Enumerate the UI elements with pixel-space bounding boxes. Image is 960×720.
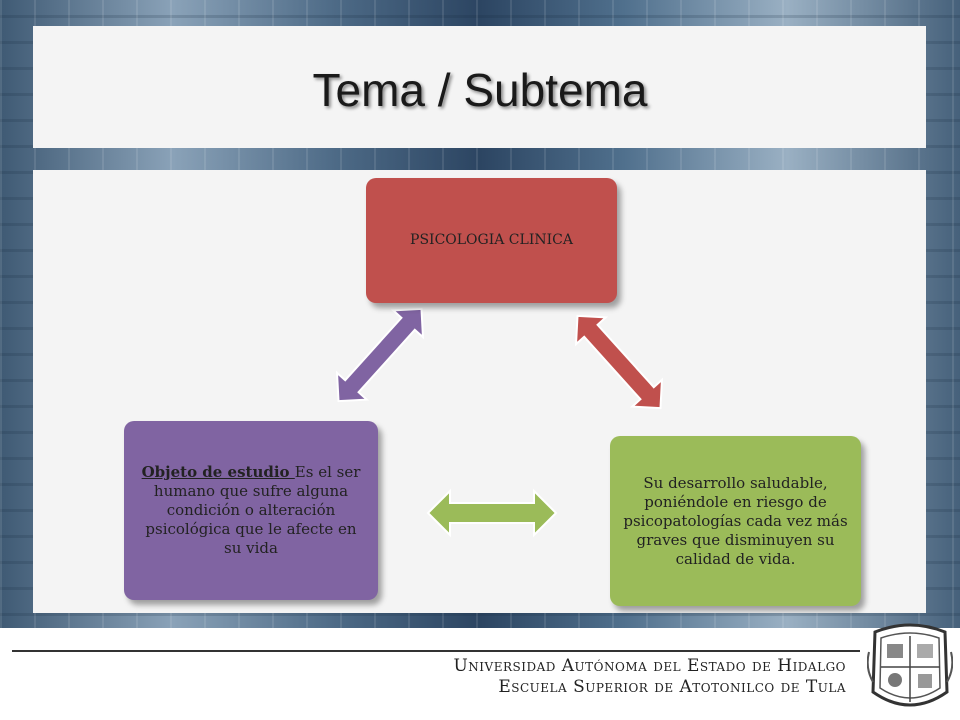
arrow-left-top <box>335 307 425 403</box>
footer-bar <box>0 628 960 720</box>
node-right-text: Su desarrollo saludable, poniéndole en r… <box>623 473 848 568</box>
footer-institution: Universidad Autónoma del Estado de Hidal… <box>453 656 846 698</box>
footer-divider <box>12 650 860 652</box>
footer-school: Escuela Superior de Atotonilco de Tula <box>498 677 846 697</box>
footer-university: Universidad Autónoma del Estado de Hidal… <box>453 656 846 676</box>
node-desarrollo-saludable: Su desarrollo saludable, poniéndole en r… <box>610 436 861 606</box>
slide-title: Tema / Subtema <box>312 64 648 116</box>
title-panel <box>33 26 926 148</box>
node-psicologia-clinica: PSICOLOGIA CLINICA <box>366 178 617 303</box>
university-seal-icon <box>867 623 953 707</box>
node-left-text: Es el ser humano que sufre alguna condic… <box>145 463 361 557</box>
arrow-top-right <box>574 314 664 410</box>
node-left-lead: Objeto de estudio <box>141 463 295 481</box>
node-objeto-de-estudio: Objeto de estudio Es el ser humano que s… <box>124 421 378 600</box>
arrow-left-right <box>426 488 558 538</box>
node-top-label: PSICOLOGIA CLINICA <box>410 232 573 248</box>
node-left-content: Objeto de estudio Es el ser humano que s… <box>136 463 366 558</box>
